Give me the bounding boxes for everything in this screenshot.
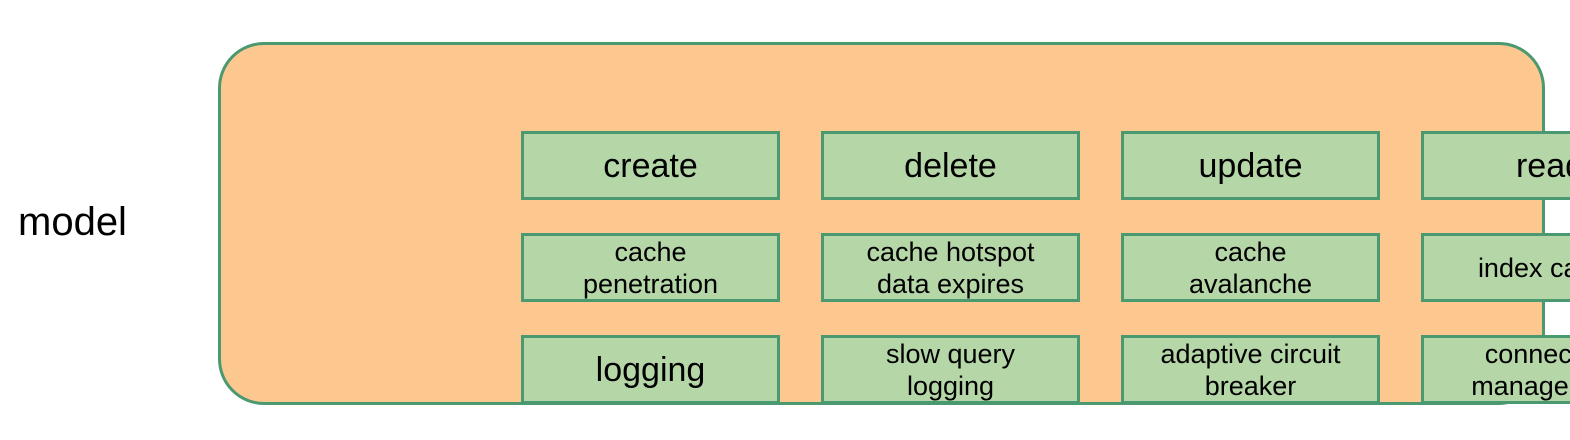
cell-cache-penetration[interactable]: cache penetration: [521, 233, 780, 302]
cell-cache-hotspot-data-expires[interactable]: cache hotspot data expires: [821, 233, 1080, 302]
cell-label: delete: [904, 146, 997, 185]
cell-label: logging: [595, 350, 706, 389]
cell-label: index cache: [1477, 252, 1570, 283]
cell-connection-management[interactable]: connection management: [1421, 335, 1570, 404]
cell-cache-avalanche[interactable]: cache avalanche: [1121, 233, 1380, 302]
cell-logging[interactable]: logging: [521, 335, 780, 404]
cell-label: cache avalanche: [1188, 236, 1313, 299]
cell-delete[interactable]: delete: [821, 131, 1080, 200]
cell-read[interactable]: read: [1421, 131, 1570, 200]
cell-label: slow query logging: [885, 338, 1016, 401]
cell-label: cache hotspot data expires: [866, 236, 1035, 299]
cell-update[interactable]: update: [1121, 131, 1380, 200]
cell-label: cache penetration: [582, 236, 719, 299]
cell-label: adaptive circuit breaker: [1160, 338, 1341, 401]
cell-adaptive-circuit-breaker[interactable]: adaptive circuit breaker: [1121, 335, 1380, 404]
model-container: create delete update read cache penetrat…: [218, 42, 1570, 405]
cell-label: create: [603, 146, 698, 185]
cell-label: connection management: [1471, 338, 1570, 401]
cell-index-cache[interactable]: index cache: [1421, 233, 1570, 302]
capability-cell-grid: create delete update read cache penetrat…: [521, 131, 1570, 404]
cell-label: read: [1515, 146, 1570, 185]
cell-create[interactable]: create: [521, 131, 780, 200]
cell-label: update: [1198, 146, 1303, 185]
group-label-model: model: [18, 200, 127, 244]
cell-slow-query-logging[interactable]: slow query logging: [821, 335, 1080, 404]
